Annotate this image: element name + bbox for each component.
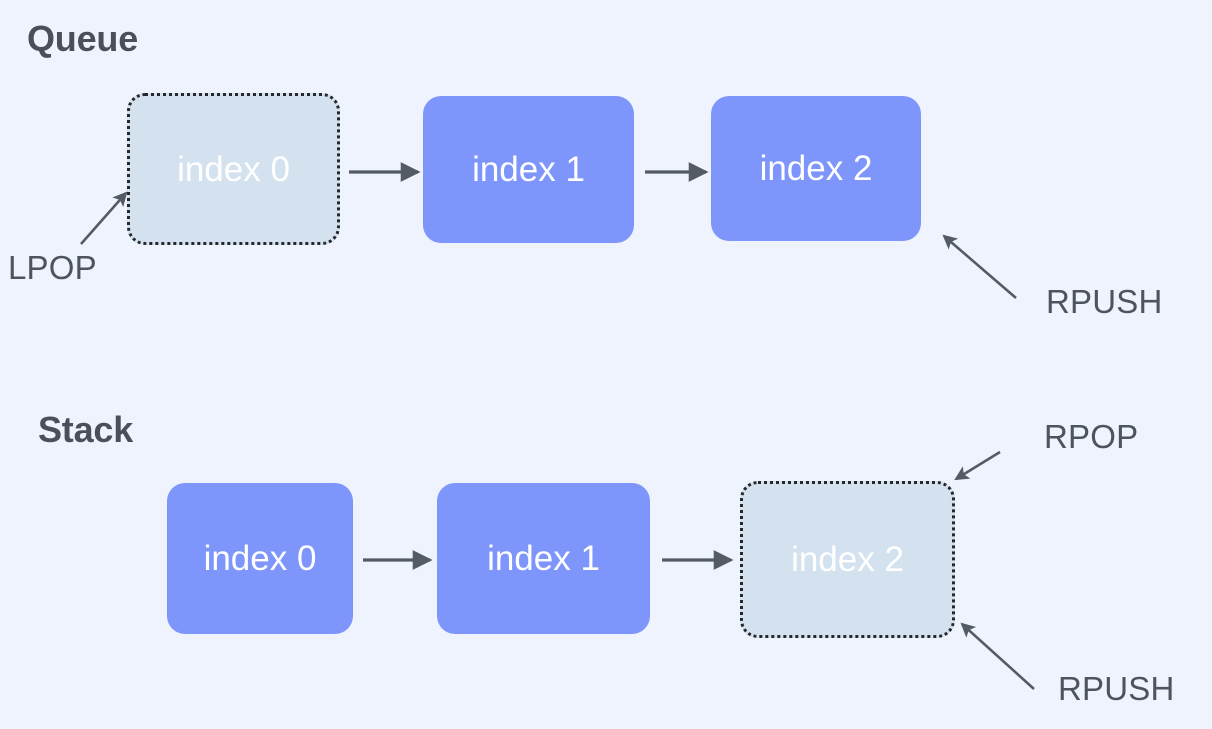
node-label: index 1 [472, 150, 585, 189]
queue-node-index-2[interactable]: index 2 [711, 96, 921, 241]
stack-rpush-arrow [960, 622, 1035, 690]
node-label: index 2 [759, 149, 873, 188]
queue-section-title: Queue [27, 18, 139, 59]
node-label: index 2 [791, 540, 904, 579]
node-label: index 0 [177, 149, 290, 189]
queue-operation-label-rpush: RPUSH [1046, 283, 1163, 320]
queue-operation-label-lpop: LPOP [8, 249, 97, 286]
queue-node-index-1[interactable]: index 1 [423, 96, 634, 243]
stack-operation-label-rpop: RPOP [1044, 418, 1139, 455]
stack-node-index-2[interactable]: index 2 [740, 481, 955, 638]
stack-rpop-arrow [954, 450, 1001, 481]
queue-node-index-0[interactable]: index 0 [127, 93, 340, 245]
queue-lpop-arrow [80, 191, 128, 245]
node-label: index 1 [487, 539, 600, 578]
node-label: index 0 [203, 539, 317, 578]
queue-rpush-arrow [942, 234, 1017, 299]
stack-operation-label-rpush: RPUSH [1058, 670, 1175, 707]
stack-node-index-1[interactable]: index 1 [437, 483, 650, 634]
stack-section-title: Stack [38, 409, 134, 450]
stack-node-index-0[interactable]: index 0 [167, 483, 353, 634]
